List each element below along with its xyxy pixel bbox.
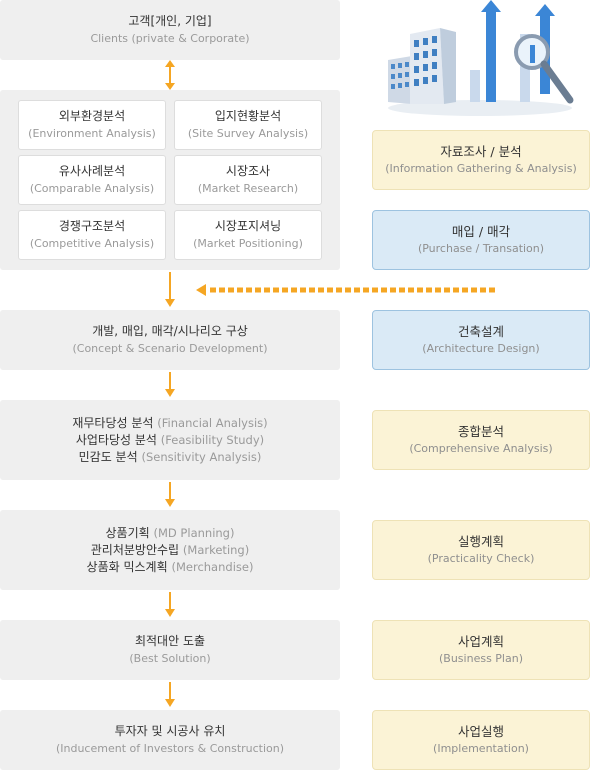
analysis-item-label: 유사사례분석 <box>58 164 126 178</box>
side-label-en: (Information Gathering & Analysis) <box>385 162 577 175</box>
financial-line-ko: 민감도 분석 <box>78 449 138 464</box>
analysis-item: 입지현황분석 (Site Survey Analysis) <box>174 100 322 150</box>
analysis-item-label-en: (Environment Analysis) <box>28 127 156 140</box>
analysis-item: 경쟁구조분석 (Competitive Analysis) <box>18 210 166 260</box>
side-label: 매입 / 매각 <box>451 224 511 239</box>
analysis-item: 외부환경분석 (Environment Analysis) <box>18 100 166 150</box>
financial-line: 사업타당성 분석 (Feasibility Study) <box>76 432 264 449</box>
investors-label: 투자자 및 시공사 유치 <box>114 724 226 738</box>
down-arrow-icon <box>165 372 175 397</box>
analysis-item: 시장조사 (Market Research) <box>174 155 322 205</box>
analysis-item-label-en: (Comparable Analysis) <box>29 182 155 195</box>
side-info-gathering: 자료조사 / 분석 (Information Gathering & Analy… <box>372 130 590 190</box>
md-box: 상품기획 (MD Planning) 관리처분방안수립 (Marketing) … <box>0 510 340 590</box>
side-label: 실행계획 <box>457 534 504 549</box>
dashed-left-arrow-icon <box>196 284 498 296</box>
md-line-en: (MD Planning) <box>153 525 235 540</box>
side-implementation: 사업실행 (Implementation) <box>372 710 590 770</box>
side-label-en: (Architecture Design) <box>422 342 540 355</box>
md-line-ko: 관리처분방안수립 <box>90 542 180 557</box>
investors-box: 투자자 및 시공사 유치 (Inducement of Investors & … <box>0 710 340 770</box>
concept-label: 개발, 매입, 매각/시나리오 구상 <box>92 324 248 338</box>
down-arrow-icon <box>165 272 175 307</box>
best-solution-box: 최적대안 도출 (Best Solution) <box>0 620 340 680</box>
financial-line-ko: 사업타당성 분석 <box>75 432 157 447</box>
side-label-en: (Business Plan) <box>439 652 523 665</box>
side-business-plan: 사업계획 (Business Plan) <box>372 620 590 680</box>
md-line: 관리처분방안수립 (Marketing) <box>91 542 249 559</box>
side-label-en: (Purchase / Transation) <box>417 242 545 255</box>
analysis-item-label: 경쟁구조분석 <box>58 219 126 233</box>
md-line: 상품기획 (MD Planning) <box>106 525 235 542</box>
side-purchase: 매입 / 매각 (Purchase / Transation) <box>372 210 590 270</box>
side-comprehensive: 종합분석 (Comprehensive Analysis) <box>372 410 590 470</box>
best-label-en: (Best Solution) <box>129 652 211 665</box>
md-line-en: (Marketing) <box>182 542 250 557</box>
analysis-item-label: 입지현황분석 <box>214 109 282 123</box>
analysis-item-label-en: (Competitive Analysis) <box>29 237 155 250</box>
analysis-item-label: 시장포지셔닝 <box>214 219 282 233</box>
analysis-item-label-en: (Market Research) <box>197 182 299 195</box>
down-arrow-icon <box>165 682 175 707</box>
best-label: 최적대안 도출 <box>134 634 206 648</box>
down-arrow-icon <box>165 482 175 507</box>
building-chart-magnifier-illustration <box>388 0 574 116</box>
side-architecture: 건축설계 (Architecture Design) <box>372 310 590 370</box>
down-arrow-icon <box>165 592 175 617</box>
side-label: 건축설계 <box>457 324 504 339</box>
financial-line-ko: 재무타당성 분석 <box>72 415 154 430</box>
analysis-item-label-en: (Site Survey Analysis) <box>187 127 309 140</box>
financial-box: 재무타당성 분석 (Financial Analysis) 사업타당성 분석 (… <box>0 400 340 480</box>
side-practicality: 실행계획 (Practicality Check) <box>372 520 590 580</box>
financial-line-en: (Sensitivity Analysis) <box>141 449 262 464</box>
side-label: 사업실행 <box>457 724 504 739</box>
side-label-en: (Implementation) <box>433 742 529 755</box>
concept-label-en: (Concept & Scenario Development) <box>72 342 268 355</box>
side-label-en: (Comprehensive Analysis) <box>409 442 553 455</box>
financial-line: 재무타당성 분석 (Financial Analysis) <box>72 415 267 432</box>
financial-line-en: (Feasibility Study) <box>160 432 265 447</box>
financial-line-en: (Financial Analysis) <box>157 415 268 430</box>
side-label-en: (Practicality Check) <box>427 552 535 565</box>
analysis-item: 시장포지셔닝 (Market Positioning) <box>174 210 322 260</box>
clients-label-en: Clients (private & Corporate) <box>90 32 250 45</box>
side-label: 사업계획 <box>457 634 504 649</box>
analysis-item-label-en: (Market Positioning) <box>193 237 303 250</box>
investors-label-en: (Inducement of Investors & Construction) <box>55 742 285 755</box>
side-label: 종합분석 <box>457 424 504 439</box>
md-line-ko: 상품화 믹스계획 <box>86 559 168 574</box>
clients-box: 고객[개인, 기업] Clients (private & Corporate) <box>0 0 340 60</box>
analysis-item-label: 시장조사 <box>225 164 271 178</box>
md-line-en: (Merchandise) <box>171 559 254 574</box>
md-line-ko: 상품기획 <box>105 525 150 540</box>
double-arrow-icon <box>165 60 175 90</box>
analysis-group: 외부환경분석 (Environment Analysis) 입지현황분석 (Si… <box>0 90 340 270</box>
clients-label: 고객[개인, 기업] <box>128 14 212 28</box>
concept-box: 개발, 매입, 매각/시나리오 구상 (Concept & Scenario D… <box>0 310 340 370</box>
side-label: 자료조사 / 분석 <box>440 144 522 159</box>
analysis-item: 유사사례분석 (Comparable Analysis) <box>18 155 166 205</box>
financial-line: 민감도 분석 (Sensitivity Analysis) <box>79 449 262 466</box>
analysis-item-label: 외부환경분석 <box>58 109 126 123</box>
md-line: 상품화 믹스계획 (Merchandise) <box>87 559 254 576</box>
